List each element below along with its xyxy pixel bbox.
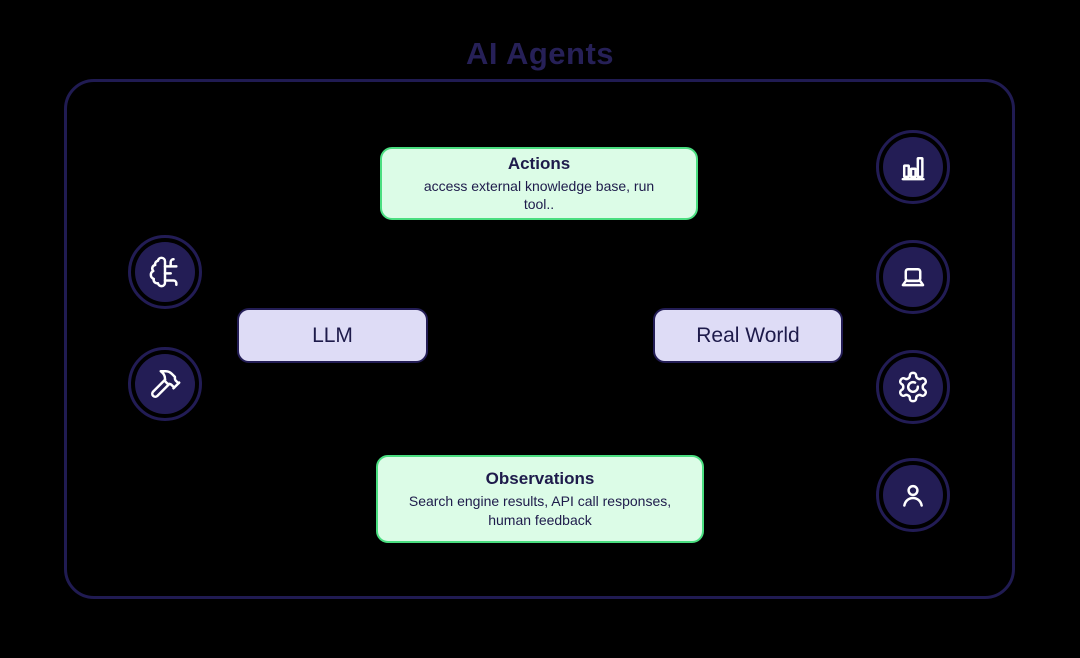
- bar-chart-icon: [876, 130, 950, 204]
- real-world-box-label: Real World: [696, 323, 800, 347]
- bar-chart-glyph: [901, 156, 925, 181]
- page-title: AI Agents: [465, 36, 615, 71]
- real-world-box: Real World: [653, 308, 843, 363]
- gear-glyph: [899, 371, 927, 403]
- observations-box-subtitle: Search engine results, API call response…: [408, 493, 672, 528]
- hammer-glyph: [151, 369, 181, 398]
- gear-icon: [876, 350, 950, 424]
- brain-circuit-glyph: [149, 256, 178, 288]
- observations-box-title: Observations: [485, 469, 595, 489]
- laptop-icon: [876, 240, 950, 314]
- user-icon: [876, 458, 950, 532]
- observations-box: Observations Search engine results, API …: [376, 455, 704, 543]
- laptop-glyph: [901, 267, 925, 287]
- llm-box: LLM: [237, 308, 428, 363]
- actions-box: Actions access external knowledge base, …: [380, 147, 698, 220]
- hammer-icon: [128, 347, 202, 421]
- agent-boundary-frame: [64, 79, 1015, 599]
- user-glyph: [903, 484, 923, 507]
- llm-box-label: LLM: [312, 323, 353, 347]
- actions-box-subtitle: access external knowledge base, run tool…: [423, 177, 655, 212]
- actions-box-title: Actions: [507, 153, 571, 173]
- brain-circuit-icon: [128, 235, 202, 309]
